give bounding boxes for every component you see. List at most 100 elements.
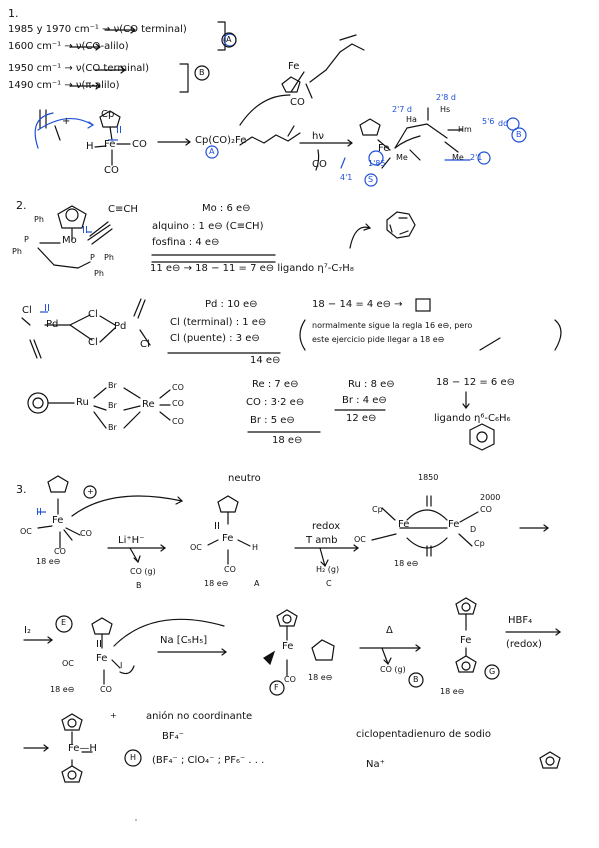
tag-g: G bbox=[489, 667, 496, 676]
cp-left: Cp bbox=[372, 505, 383, 514]
fe-label: Fe bbox=[104, 139, 116, 150]
co-f: CO bbox=[284, 675, 296, 684]
pd-note-1: normalmente sigue la regla 16 e⊖, pero bbox=[312, 321, 473, 330]
electrons-18-f: 18 e⊖ bbox=[308, 673, 333, 682]
ppm-2-7: 2'7 d bbox=[392, 105, 412, 114]
tag-a-3: A bbox=[254, 579, 260, 588]
co-b: CO bbox=[224, 565, 236, 574]
alkyne-ligand: C≡CH bbox=[108, 204, 138, 215]
singlet-tag: S bbox=[368, 175, 374, 184]
tag-e: E bbox=[61, 618, 67, 627]
tag-a-blue: A bbox=[209, 147, 215, 156]
section-2-number: 2. bbox=[16, 199, 27, 212]
h-syn: Hs bbox=[440, 105, 451, 114]
phosphine-electrons: fosfina : 4 e⊖ bbox=[152, 237, 220, 248]
hbf4-redox: (redox) bbox=[506, 639, 542, 650]
co-re-1: CO bbox=[172, 383, 184, 392]
fe-atom-f: Fe bbox=[282, 641, 294, 652]
tag-a-label: A bbox=[226, 35, 232, 44]
phenyl-2: Ph bbox=[12, 247, 22, 256]
br-ru-electrons: Br : 4 e⊖ bbox=[342, 395, 387, 406]
fe-d1: Fe bbox=[398, 519, 410, 530]
anion-note: anión no coordinante bbox=[146, 711, 253, 722]
iodo-ligand: I bbox=[120, 661, 123, 670]
h-anti: Ha bbox=[406, 115, 417, 124]
cation-charge-h: + bbox=[110, 711, 117, 720]
co-label-top: CO bbox=[290, 97, 305, 108]
mo-total: 11 e⊖ → 18 − 11 = 7 e⊖ ligando η⁷-C₇H₈ bbox=[150, 263, 354, 274]
br-3: Br bbox=[108, 423, 117, 432]
oc-e: OC bbox=[62, 659, 74, 668]
oc-1: OC bbox=[20, 527, 32, 536]
phenyl-1: Ph bbox=[34, 215, 44, 224]
tag-b-blue: B bbox=[516, 130, 522, 139]
alkyne-electrons: alquino : 1 e⊖ (C≡CH) bbox=[152, 221, 264, 232]
mo-oxidation: II bbox=[82, 225, 88, 236]
ir-line-2: 1600 cm⁻¹ → ν(CO-alilo) bbox=[8, 41, 129, 52]
reagent-plus: + bbox=[62, 116, 71, 127]
cp-right: Cp bbox=[474, 539, 485, 548]
pd-oxidation: II bbox=[44, 303, 50, 314]
dd-label: dd bbox=[498, 119, 509, 128]
ir-1850: 1850 bbox=[418, 473, 439, 482]
tag-h: H bbox=[130, 753, 137, 762]
h2-gas: H₂ (g) bbox=[316, 565, 340, 574]
ir-line-4: 1490 cm⁻¹ → ν(π-alilo) bbox=[8, 80, 120, 91]
ppm-2-8: 2'8 d bbox=[436, 93, 456, 102]
cl-4: Cl bbox=[140, 339, 150, 350]
oc-d: OC bbox=[354, 535, 366, 544]
sodium-cp: Na [C₅H₅] bbox=[160, 635, 208, 646]
h-meso: Hm bbox=[458, 125, 472, 134]
hydride-label: H bbox=[86, 141, 94, 152]
cl-terminal-electrons: Cl (terminal) : 1 e⊖ bbox=[170, 317, 267, 328]
tag-d: D bbox=[470, 525, 477, 534]
pd-calc: 18 − 14 = 4 e⊖ → bbox=[312, 299, 403, 310]
fe-oxidation-2: II bbox=[214, 521, 220, 532]
co-a2: CO bbox=[54, 547, 66, 556]
cl-bridge-electrons: Cl (puente) : 3 e⊖ bbox=[170, 333, 260, 344]
ru-calc: 18 − 12 = 6 e⊖ bbox=[436, 377, 515, 388]
co-electrons: CO : 3·2 e⊖ bbox=[246, 397, 305, 408]
fe-oxidation-1: II bbox=[36, 507, 42, 518]
br-electrons: Br : 5 e⊖ bbox=[250, 415, 295, 426]
electrons-18-a: 18 e⊖ bbox=[36, 557, 61, 566]
pd-atom-2: Pd bbox=[114, 321, 127, 332]
neutral-label: neutro bbox=[228, 473, 261, 484]
co-label-2: CO bbox=[104, 165, 119, 176]
section-1-number: 1. bbox=[8, 7, 19, 20]
anion-examples: (BF₄⁻ ; ClO₄⁻ ; PF₆⁻ . . . bbox=[152, 755, 265, 766]
co-e: CO bbox=[100, 685, 112, 694]
re-total: 18 e⊖ bbox=[272, 435, 303, 446]
br-1: Br bbox=[108, 381, 117, 390]
electrons-18-g: 18 e⊖ bbox=[440, 687, 465, 696]
fe-label-product: Fe bbox=[378, 143, 390, 154]
ppm-2-1: 2'1 bbox=[470, 153, 483, 162]
ru-atom: Ru bbox=[76, 397, 89, 408]
hbf4-reagent: HBF₄ bbox=[508, 615, 533, 626]
ppm-5-6: 5'6 bbox=[482, 117, 495, 126]
hydride-2: H bbox=[252, 543, 259, 552]
pd-note-2: este ejercicio pide llegar a 18 e⊖ bbox=[312, 335, 445, 344]
section-3-number: 3. bbox=[16, 483, 27, 496]
mo-electrons: Mo : 6 e⊖ bbox=[202, 203, 251, 214]
cation-charge: + bbox=[87, 487, 94, 496]
tag-f: F bbox=[274, 683, 279, 692]
hv-label: hν bbox=[312, 131, 324, 142]
redox-label: redox bbox=[312, 521, 341, 532]
co-loss: CO bbox=[312, 159, 327, 170]
electrons-18-b: 18 e⊖ bbox=[204, 579, 229, 588]
ir-2000: 2000 bbox=[480, 493, 501, 502]
ppm-1-85: 1'85 bbox=[368, 159, 386, 168]
cl-3: Cl bbox=[88, 337, 98, 348]
cp-sodium-name: ciclopentadienuro de sodio bbox=[356, 729, 491, 740]
fe-atom-g: Fe bbox=[460, 635, 472, 646]
fe-atom-e: Fe bbox=[96, 653, 108, 664]
pd-atom-1: Pd bbox=[46, 319, 59, 330]
br-2: Br bbox=[108, 401, 117, 410]
fe-h-complex: Fe—H bbox=[68, 743, 97, 754]
ir-line-3: 1950 cm⁻¹ → ν(CO terminal) bbox=[8, 63, 150, 74]
ir-line-1: 1985 y 1970 cm⁻¹ → ν(CO terminal) bbox=[8, 24, 187, 35]
room-temp-label: T amb bbox=[306, 535, 338, 546]
iodine-reagent: I₂ bbox=[24, 625, 31, 636]
